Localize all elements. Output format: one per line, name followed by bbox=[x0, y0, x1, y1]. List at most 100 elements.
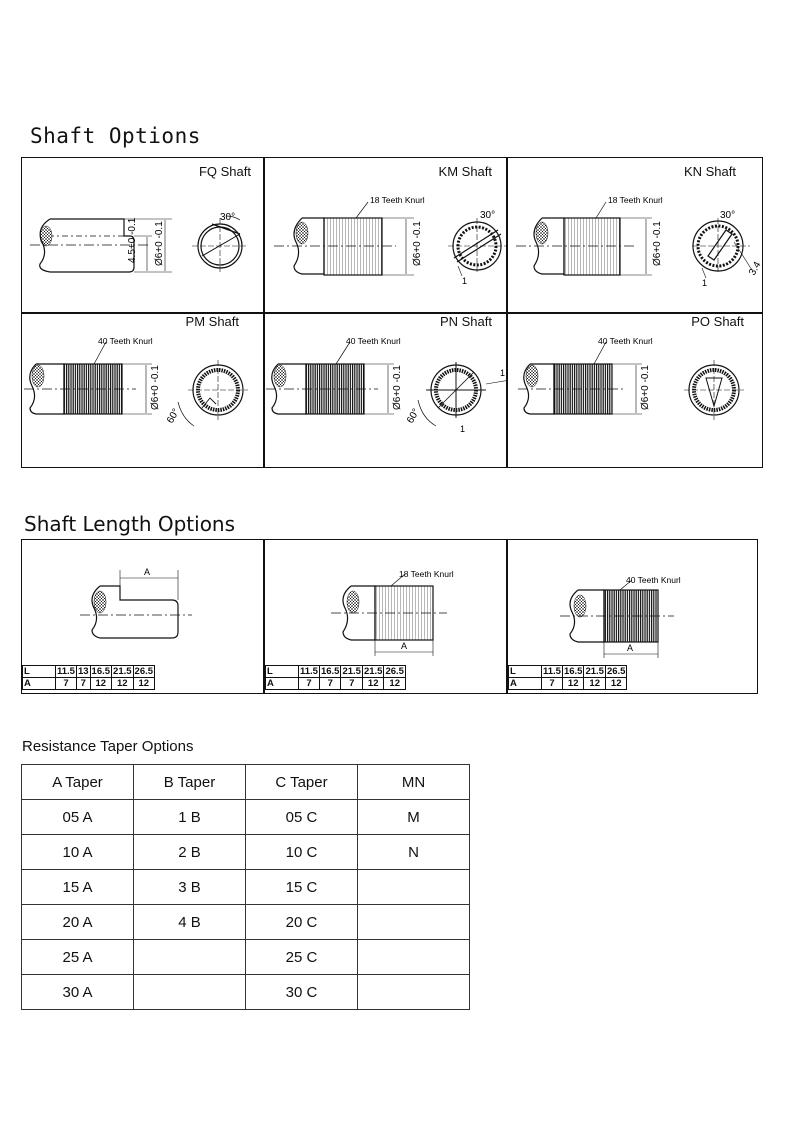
pn-dim-slot-1: 1 bbox=[500, 368, 505, 378]
length-table-row: A 7 7 12 12 12 bbox=[22, 677, 156, 690]
km-shaft-drawing: 18 Teeth Knurl Ø6+0 -0.1 30° 1 bbox=[274, 195, 506, 286]
table-cell bbox=[357, 939, 470, 975]
taper-header-c: C Taper bbox=[245, 764, 358, 800]
panel-km-shaft: KM Shaft bbox=[264, 158, 506, 312]
panel-fq-shaft: FQ Shaft bbox=[22, 158, 263, 312]
table-cell: 7 bbox=[75, 677, 91, 690]
panel-kn-shaft: KN Shaft 18 Teeth Knurl bbox=[508, 158, 762, 312]
pm-knurl-label: 40 Teeth Knurl bbox=[98, 336, 153, 346]
length-panel-1-drawing: A bbox=[80, 567, 192, 639]
fq-dim-angle: 30° bbox=[220, 212, 235, 223]
shaft-options-title: Shaft Options bbox=[30, 124, 201, 148]
panel-label-km: KM Shaft bbox=[438, 164, 492, 179]
table-cell: 20 A bbox=[21, 904, 134, 940]
fq-shaft-drawing: 4.5+0 -0.1 Ø6+0 -0.1 30° bbox=[30, 212, 248, 274]
table-cell: A bbox=[22, 677, 56, 690]
table-row: 05 A 1 B 05 C M bbox=[21, 799, 470, 835]
length-panel-3: 40 Teeth Knurl A L 11.5 16.5 21.5 26.5 A… bbox=[508, 540, 757, 693]
table-cell: L bbox=[508, 665, 542, 678]
length-panel-3-drawing: 40 Teeth Knurl A bbox=[560, 575, 681, 658]
table-cell: 05 C bbox=[245, 799, 358, 835]
fq-dim-diameter: Ø6+0 -0.1 bbox=[154, 221, 165, 266]
length-2-knurl-label: 18 Teeth Knurl bbox=[399, 569, 454, 579]
table-cell: L bbox=[265, 665, 299, 678]
table-cell: 16.5 bbox=[318, 665, 342, 678]
length-table-row: A 7 7 7 12 12 bbox=[265, 677, 406, 690]
table-cell: 26.5 bbox=[383, 665, 406, 678]
kn-shaft-drawing: 18 Teeth Knurl Ø6+0 -0.1 30° 1 3.4 bbox=[516, 195, 762, 288]
grid-divider-h bbox=[22, 312, 762, 314]
length-table-2: L 11.5 16.5 21.5 21.5 26.5 A 7 7 7 12 12 bbox=[265, 665, 406, 690]
taper-title: Resistance Taper Options bbox=[22, 738, 194, 755]
kn-dim-angle: 30° bbox=[720, 210, 735, 221]
km-knurl-label: 18 Teeth Knurl bbox=[370, 195, 425, 205]
length-3-dim-label: A bbox=[627, 643, 633, 653]
table-cell: 12 bbox=[583, 677, 606, 690]
table-cell: 7 bbox=[541, 677, 563, 690]
table-cell: A bbox=[265, 677, 299, 690]
kn-knurl-label: 18 Teeth Knurl bbox=[608, 195, 663, 205]
table-cell: 12 bbox=[604, 677, 628, 690]
table-cell: N bbox=[357, 834, 470, 870]
kn-dim-slot: 1 bbox=[702, 278, 707, 288]
table-cell: 15 C bbox=[245, 869, 358, 905]
taper-header-b: B Taper bbox=[133, 764, 246, 800]
table-cell: 7 bbox=[55, 677, 77, 690]
panel-pn-shaft: PN Shaft 40 Teeth Knurl bbox=[264, 314, 506, 467]
table-cell: 30 C bbox=[245, 974, 358, 1010]
table-cell: 2 B bbox=[133, 834, 246, 870]
table-cell: 21.5 bbox=[111, 665, 134, 678]
table-cell: 7 bbox=[318, 677, 342, 690]
length-table-row: L 11.5 16.5 21.5 21.5 26.5 bbox=[265, 665, 406, 678]
table-cell bbox=[357, 869, 470, 905]
table-cell: 21.5 bbox=[583, 665, 606, 678]
table-row: 10 A 2 B 10 C N bbox=[21, 834, 470, 870]
table-cell: 4 B bbox=[133, 904, 246, 940]
pm-dim-diameter: Ø6+0 -0.1 bbox=[150, 365, 161, 410]
table-cell bbox=[133, 974, 246, 1010]
length-table-row: A 7 12 12 12 bbox=[508, 677, 628, 690]
table-cell: 10 C bbox=[245, 834, 358, 870]
table-cell: 13 bbox=[75, 665, 91, 678]
table-cell: 05 A bbox=[21, 799, 134, 835]
length-table-row: L 11.5 13 16.5 21.5 26.5 bbox=[22, 665, 156, 678]
kn-dim-width: 3.4 bbox=[747, 260, 762, 278]
table-cell: 3 B bbox=[133, 869, 246, 905]
po-knurl-label: 40 Teeth Knurl bbox=[598, 336, 653, 346]
table-cell: 11.5 bbox=[541, 665, 563, 678]
table-cell: 12 bbox=[383, 677, 406, 690]
table-cell: M bbox=[357, 799, 470, 835]
km-dim-slot: 1 bbox=[462, 276, 467, 286]
taper-table: A Taper B Taper C Taper MN 05 A 1 B 05 C… bbox=[21, 764, 470, 1010]
table-cell: 12 bbox=[132, 677, 156, 690]
table-cell bbox=[357, 904, 470, 940]
panel-label-po: PO Shaft bbox=[691, 314, 744, 329]
po-shaft-drawing: 40 Teeth Knurl Ø6+0 -0.1 bbox=[518, 336, 744, 420]
pn-dim-angle: 60° bbox=[405, 407, 422, 426]
length-2-dim-label: A bbox=[401, 641, 407, 651]
length-divider-v1 bbox=[263, 540, 265, 693]
length-panel-1: A L 11.5 13 16.5 21.5 26.5 A 7 7 12 12 1… bbox=[22, 540, 263, 693]
panel-pm-shaft: PM Shaft bbox=[22, 314, 263, 467]
table-cell: 25 C bbox=[245, 939, 358, 975]
table-cell: 21.5 bbox=[361, 665, 385, 678]
km-dim-diameter: Ø6+0 -0.1 bbox=[412, 221, 423, 266]
pn-dim-slot-2: 1 bbox=[460, 424, 465, 434]
table-row: 30 A 30 C bbox=[21, 974, 470, 1010]
table-cell: 15 A bbox=[21, 869, 134, 905]
table-cell: 10 A bbox=[21, 834, 134, 870]
length-table-row: L 11.5 16.5 21.5 26.5 bbox=[508, 665, 628, 678]
table-cell: 12 bbox=[111, 677, 134, 690]
taper-header-row: A Taper B Taper C Taper MN bbox=[21, 764, 470, 800]
pn-dim-diameter: Ø6+0 -0.1 bbox=[392, 365, 403, 410]
table-cell bbox=[133, 939, 246, 975]
table-cell: 1 B bbox=[133, 799, 246, 835]
taper-header-a: A Taper bbox=[21, 764, 134, 800]
panel-label-pm: PM Shaft bbox=[185, 314, 239, 329]
table-cell: 30 A bbox=[21, 974, 134, 1010]
panel-label-pn: PN Shaft bbox=[439, 314, 492, 329]
fq-dim-height: 4.5+0 -0.1 bbox=[127, 217, 138, 263]
table-cell: L bbox=[22, 665, 56, 678]
shaft-length-grid: A L 11.5 13 16.5 21.5 26.5 A 7 7 12 12 1… bbox=[21, 539, 758, 694]
table-cell: 7 bbox=[340, 677, 363, 690]
